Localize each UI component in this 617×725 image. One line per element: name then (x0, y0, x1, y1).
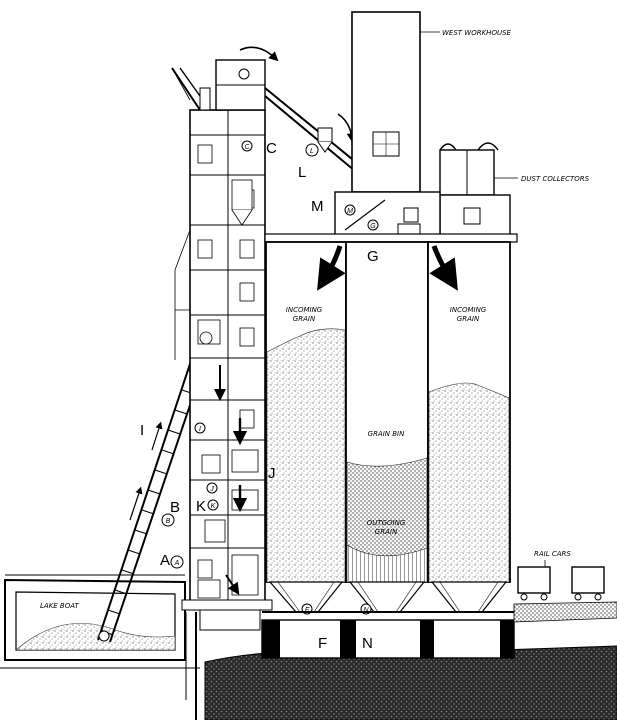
bin-label-incoming-left-2: GRAIN (293, 315, 316, 323)
label-g: G (367, 248, 379, 265)
callout-lake-boat: LAKE BOAT (40, 602, 80, 610)
circled-label-i: I (199, 426, 201, 433)
circled-label-c: C (244, 144, 250, 151)
workhouse-tower (171, 46, 279, 631)
circled-label-g: G (370, 223, 376, 230)
label-n: N (362, 635, 373, 652)
circled-markers: A B C F G I J K L M N (161, 140, 376, 614)
circled-label-m: M (347, 208, 353, 215)
circled-label-b: B (166, 518, 171, 525)
bin-label-grain-bin: GRAIN BIN (368, 430, 405, 438)
letter-labels: A B C F G I J K L M N (140, 140, 379, 652)
bin-label-outgoing-2: GRAIN (375, 528, 398, 536)
callout-west-workhouse: WEST WORKHOUSE (442, 29, 512, 37)
label-j: J (268, 465, 276, 482)
bin-label-incoming-left-1: INCOMING (286, 306, 323, 314)
label-b: B (170, 499, 180, 516)
west-workhouse (351, 11, 440, 193)
circled-label-k: K (211, 503, 216, 510)
label-k: K (196, 498, 206, 515)
callouts: WEST WORKHOUSE DUST COLLECTORS RAIL CARS… (40, 29, 590, 610)
label-c: C (266, 140, 277, 157)
ground (0, 612, 617, 721)
circled-label-l: L (310, 148, 314, 155)
callout-dust-collectors: DUST COLLECTORS (521, 175, 590, 183)
label-m: M (311, 198, 324, 215)
label-i: I (140, 422, 144, 439)
bin-label-incoming-right-1: INCOMING (450, 306, 487, 314)
bin-label-outgoing-1: OUTGOING (367, 519, 406, 527)
bin-label-incoming-right-2: GRAIN (457, 315, 480, 323)
lake-boat (4, 574, 186, 661)
circled-label-n: N (363, 607, 369, 614)
dust-collectors (439, 142, 518, 236)
silos (261, 241, 515, 659)
label-l: L (298, 164, 306, 181)
circled-label-f: F (305, 607, 310, 614)
circled-label-j: J (209, 486, 214, 493)
bin-labels: INCOMING GRAIN INCOMING GRAIN GRAIN BIN … (286, 306, 487, 536)
rail-cars (513, 560, 617, 623)
label-f: F (318, 635, 327, 652)
circled-label-a: A (174, 560, 180, 567)
label-a: A (160, 552, 170, 569)
top-house (264, 191, 518, 243)
callout-rail-cars: RAIL CARS (534, 550, 571, 558)
